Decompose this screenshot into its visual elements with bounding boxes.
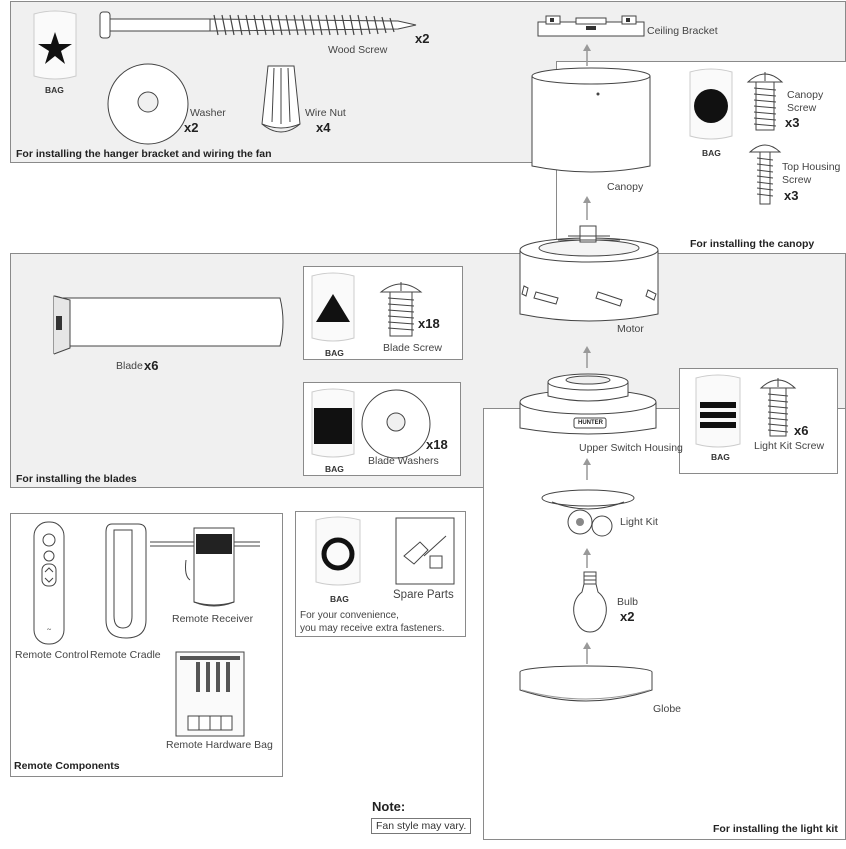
light-kit-screw-label: Light Kit Screw (754, 440, 825, 452)
canopy-bag-label: BAG (702, 148, 721, 158)
remote-receiver-label: Remote Receiver (172, 613, 254, 625)
wire-nut-label: Wire Nut (305, 107, 346, 119)
light-kit-screw-qty: x6 (794, 423, 809, 438)
light-kit-bag-label: BAG (711, 452, 730, 462)
blades-panel-caption: For installing the blades (16, 473, 137, 485)
light-kit-label: Light Kit (620, 516, 658, 528)
star-bag-label: BAG (45, 85, 64, 95)
top-housing-screw-icon (748, 144, 782, 205)
stripes-bag-icon (695, 374, 741, 448)
arrow-up-icon (583, 458, 591, 480)
light-kit-icon (541, 489, 635, 537)
canopy-screw-icon (746, 72, 784, 131)
washer-label: Washer (190, 107, 226, 119)
canopy-label: Canopy (607, 181, 644, 193)
bulb-icon (573, 571, 607, 633)
blade-washers-bag-label: BAG (325, 464, 344, 474)
canopy-screw-label-2: Screw (787, 102, 817, 114)
square-bag-icon (311, 388, 355, 458)
remote-hardware-bag-label: Remote Hardware Bag (166, 739, 273, 751)
top-housing-screw-label-1: Top Housing (782, 161, 841, 173)
light-kit-panel-caption: For installing the light kit (713, 823, 838, 835)
washer-icon (107, 63, 189, 145)
note-text: Fan style may vary. (371, 818, 472, 834)
canopy-screw-label-1: Canopy (787, 89, 824, 101)
note-title: Note: (372, 799, 406, 814)
arrow-up-icon (583, 346, 591, 368)
ceiling-bracket-label: Ceiling Bracket (647, 25, 718, 37)
blade-washer-icon (361, 389, 431, 459)
globe-label: Globe (653, 703, 682, 715)
convenience-line-1: For your convenience, (300, 610, 399, 621)
canopy-screw-qty: x3 (785, 115, 800, 130)
top-housing-screw-qty: x3 (784, 188, 799, 203)
star-bag-icon (33, 10, 77, 80)
wire-nut-qty: x4 (316, 120, 331, 135)
washer-qty: x2 (184, 120, 199, 135)
blade-screw-qty: x18 (418, 316, 440, 331)
blade-screw-icon (379, 282, 423, 337)
spare-parts-icon (395, 517, 455, 585)
ring-bag-icon (315, 516, 361, 586)
hunter-logo: HUNTER (578, 420, 603, 426)
wood-screw-icon (99, 11, 417, 39)
remote-cradle-icon (105, 523, 147, 639)
blade-icon (53, 295, 284, 355)
upper-switch-housing-icon (519, 373, 657, 435)
bulb-qty: x2 (620, 609, 635, 624)
upper-switch-housing-label: Upper Switch Housing (579, 442, 683, 454)
bulb-label: Bulb (617, 596, 639, 608)
triangle-bag-icon (311, 272, 355, 342)
arrow-up-icon (583, 642, 591, 664)
canopy-panel-caption: For installing the canopy (690, 238, 815, 250)
remote-cradle-label: Remote Cradle (90, 649, 161, 661)
canopy-icon (531, 67, 651, 173)
spare-parts-label: Spare Parts (393, 589, 454, 601)
light-kit-screw-icon (759, 378, 797, 437)
dot-bag-icon (689, 68, 733, 140)
blade-screw-bag-label: BAG (325, 348, 344, 358)
hanger-panel-caption: For installing the hanger bracket and wi… (16, 148, 272, 160)
remote-control-icon: ~ (33, 521, 65, 645)
convenience-line-2: you may receive extra fasteners. (300, 623, 445, 634)
blade-washers-label: Blade Washers (368, 455, 439, 467)
globe-icon (519, 665, 653, 702)
motor-label: Motor (617, 323, 644, 335)
blade-washers-qty: x18 (426, 437, 448, 452)
remote-control-label: Remote Control (15, 649, 89, 661)
motor-icon (519, 225, 659, 322)
ceiling-bracket-icon (537, 15, 645, 37)
svg-text:~: ~ (47, 625, 52, 634)
arrow-up-icon (583, 196, 591, 220)
remote-hardware-bag-icon (175, 651, 245, 737)
wood-screw-label: Wood Screw (328, 44, 388, 56)
remote-receiver-icon (150, 527, 260, 607)
remote-panel-caption: Remote Components (14, 760, 120, 772)
top-housing-screw-label-2: Screw (782, 174, 812, 186)
blade-qty: x6 (144, 358, 159, 373)
blade-label: Blade (116, 360, 143, 372)
light-kit-panel (483, 408, 846, 840)
wood-screw-qty: x2 (415, 31, 430, 46)
wire-nut-icon (261, 65, 301, 133)
arrow-up-icon (583, 44, 591, 66)
spare-bag-label: BAG (330, 594, 349, 604)
arrow-up-icon (583, 548, 591, 568)
blade-screw-label: Blade Screw (383, 342, 442, 354)
